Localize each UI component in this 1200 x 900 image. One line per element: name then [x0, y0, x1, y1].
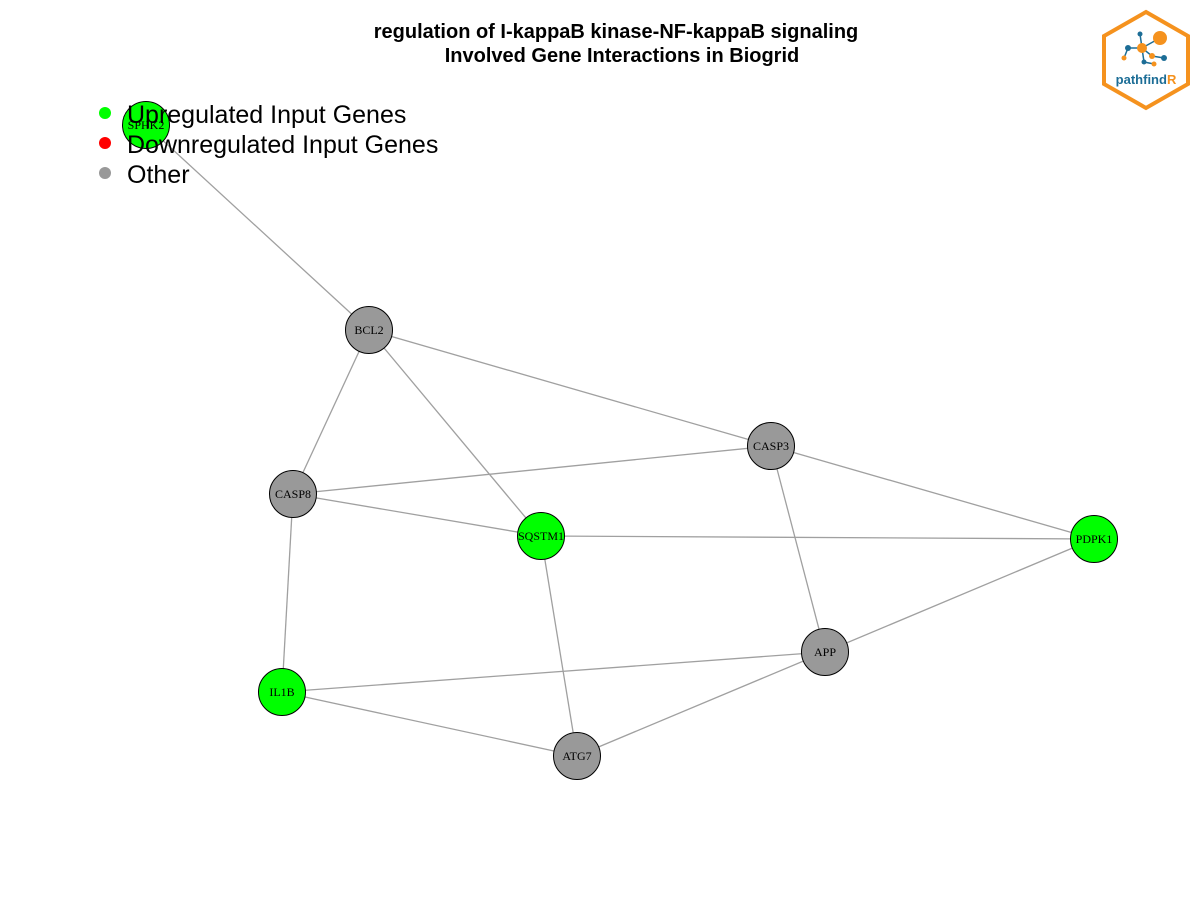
- node-app: APP: [801, 628, 849, 676]
- edge-casp8-sqstm1: [292, 493, 542, 537]
- legend-label-upregulated: Upregulated Input Genes: [127, 101, 406, 129]
- legend-marker-other: [99, 167, 111, 179]
- legend: Upregulated Input Genes Downregulated In…: [99, 101, 438, 189]
- edge-pdpk1-app: [824, 538, 1095, 653]
- node-label-il1b: IL1B: [269, 685, 294, 699]
- node-bcl2: BCL2: [345, 306, 393, 354]
- logo-wordmark-main: pathfind: [1116, 72, 1167, 87]
- legend-marker-downregulated: [99, 137, 111, 149]
- node-circle-sphk2: [122, 101, 170, 149]
- edge-casp3-app: [770, 445, 826, 653]
- edge-app-il1b: [281, 651, 826, 693]
- legend-item-upregulated: Upregulated Input Genes: [99, 101, 406, 129]
- node-pdpk1: PDPK1: [1070, 515, 1118, 563]
- edge-sphk2-bcl2: [145, 124, 370, 331]
- legend-item-other: Other: [99, 161, 190, 189]
- figure-title-line-1: regulation of I-kappaB kinase-NF-kappaB …: [374, 21, 859, 43]
- logo-network-icon: [1121, 31, 1167, 67]
- node-circle-sqstm1: [517, 512, 565, 560]
- node-circle-atg7: [553, 732, 601, 780]
- node-label-atg7: ATG7: [562, 749, 591, 763]
- legend-item-downregulated: Downregulated Input Genes: [99, 131, 438, 159]
- node-label-casp8: CASP8: [275, 487, 311, 501]
- node-label-bcl2: BCL2: [354, 323, 383, 337]
- node-label-casp3: CASP3: [753, 439, 789, 453]
- edges-layer: [145, 124, 1095, 757]
- logo-wordmark: pathfindR: [1116, 72, 1177, 87]
- figure-title-line-2: Involved Gene Interactions in Biogrid: [445, 45, 800, 67]
- node-label-pdpk1: PDPK1: [1076, 532, 1113, 546]
- node-circle-pdpk1: [1070, 515, 1118, 563]
- node-atg7: ATG7: [553, 732, 601, 780]
- edge-sqstm1-pdpk1: [540, 535, 1095, 540]
- edge-app-atg7: [576, 651, 826, 757]
- node-circle-bcl2: [345, 306, 393, 354]
- node-label-sqstm1: SQSTM1: [518, 529, 564, 543]
- node-label-app: APP: [814, 645, 836, 659]
- edge-bcl2-casp8: [292, 329, 370, 495]
- edge-casp3-pdpk1: [770, 445, 1095, 540]
- edge-bcl2-sqstm1: [368, 329, 542, 537]
- logo-wordmark-accent: R: [1167, 72, 1177, 87]
- pathfindr-logo: pathfindR: [1102, 9, 1190, 111]
- logo-hexagon: [1102, 9, 1190, 111]
- edge-casp8-il1b: [281, 493, 294, 693]
- legend-label-other: Other: [127, 161, 190, 189]
- edge-sqstm1-atg7: [540, 535, 578, 757]
- edge-bcl2-casp3: [368, 329, 772, 447]
- node-circle-casp3: [747, 422, 795, 470]
- legend-marker-upregulated: [99, 107, 111, 119]
- node-circle-il1b: [258, 668, 306, 716]
- node-casp3: CASP3: [747, 422, 795, 470]
- node-casp8: CASP8: [269, 470, 317, 518]
- node-sphk2: SPHK2: [122, 101, 170, 149]
- legend-label-downregulated: Downregulated Input Genes: [127, 131, 438, 159]
- node-circle-casp8: [269, 470, 317, 518]
- edge-il1b-atg7: [281, 691, 578, 757]
- node-circle-app: [801, 628, 849, 676]
- node-sqstm1: SQSTM1: [517, 512, 565, 560]
- edge-casp8-casp3: [292, 445, 772, 495]
- node-label-sphk2: SPHK2: [128, 118, 165, 132]
- node-il1b: IL1B: [258, 668, 306, 716]
